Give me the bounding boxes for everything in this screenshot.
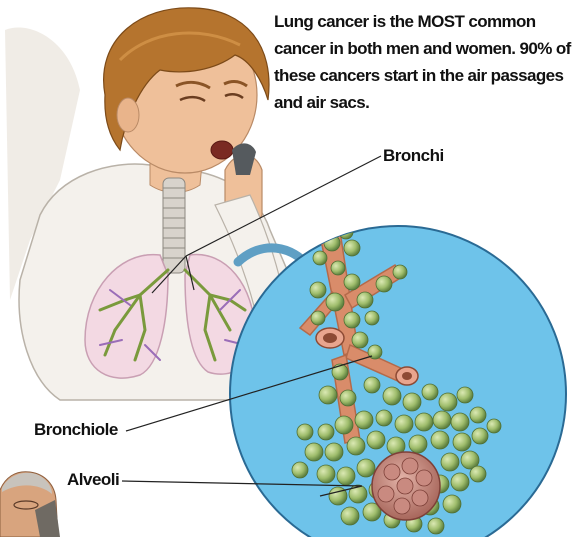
tumor [372, 452, 440, 520]
man-portrait [0, 472, 60, 537]
label-bronchiole: Bronchiole [34, 420, 118, 440]
label-bronchi: Bronchi [383, 146, 444, 166]
caption-text: Lung cancer is the MOST common cancer in… [274, 8, 579, 116]
label-alveoli: Alveoli [67, 470, 119, 490]
